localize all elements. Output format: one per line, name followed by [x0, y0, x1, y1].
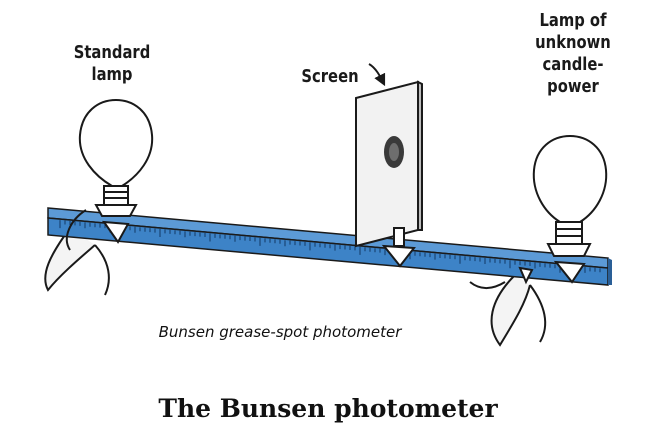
left-clamp — [44, 227, 110, 296]
unknown-lamp — [518, 134, 608, 285]
figure-title: The Bunsen photometer — [158, 394, 498, 423]
screen — [355, 63, 423, 268]
standard-lamp-pointer — [101, 220, 130, 244]
unknown-lamp-label-line: power — [547, 76, 599, 97]
screen-panel — [355, 80, 419, 248]
unknown-lamp-label-line: candle- — [542, 54, 604, 75]
unknown-lamp-label: Lamp of unknown candle- power — [520, 10, 627, 98]
unknown-lamp-bulb — [532, 134, 608, 223]
standard-lamp — [65, 98, 154, 251]
standard-lamp-label: Standard lamp — [63, 42, 161, 86]
unknown-lamp-pointer — [553, 260, 586, 284]
diagram-caption: Bunsen grease-spot photometer — [158, 323, 402, 341]
standard-lamp-socket — [103, 185, 129, 207]
standard-lamp-bulb — [78, 98, 154, 187]
optical-bench — [47, 207, 612, 286]
screen-pointer — [381, 244, 416, 268]
right-clamp — [469, 274, 547, 347]
screen-label: Screen — [301, 66, 359, 87]
unknown-lamp-socket — [555, 221, 583, 245]
standard-lamp-label-line: lamp — [91, 64, 133, 85]
standard-lamp-label-line: Standard — [73, 42, 151, 63]
unknown-lamp-label-line: Lamp of — [539, 10, 607, 31]
unknown-lamp-label-line: unknown — [535, 32, 611, 53]
